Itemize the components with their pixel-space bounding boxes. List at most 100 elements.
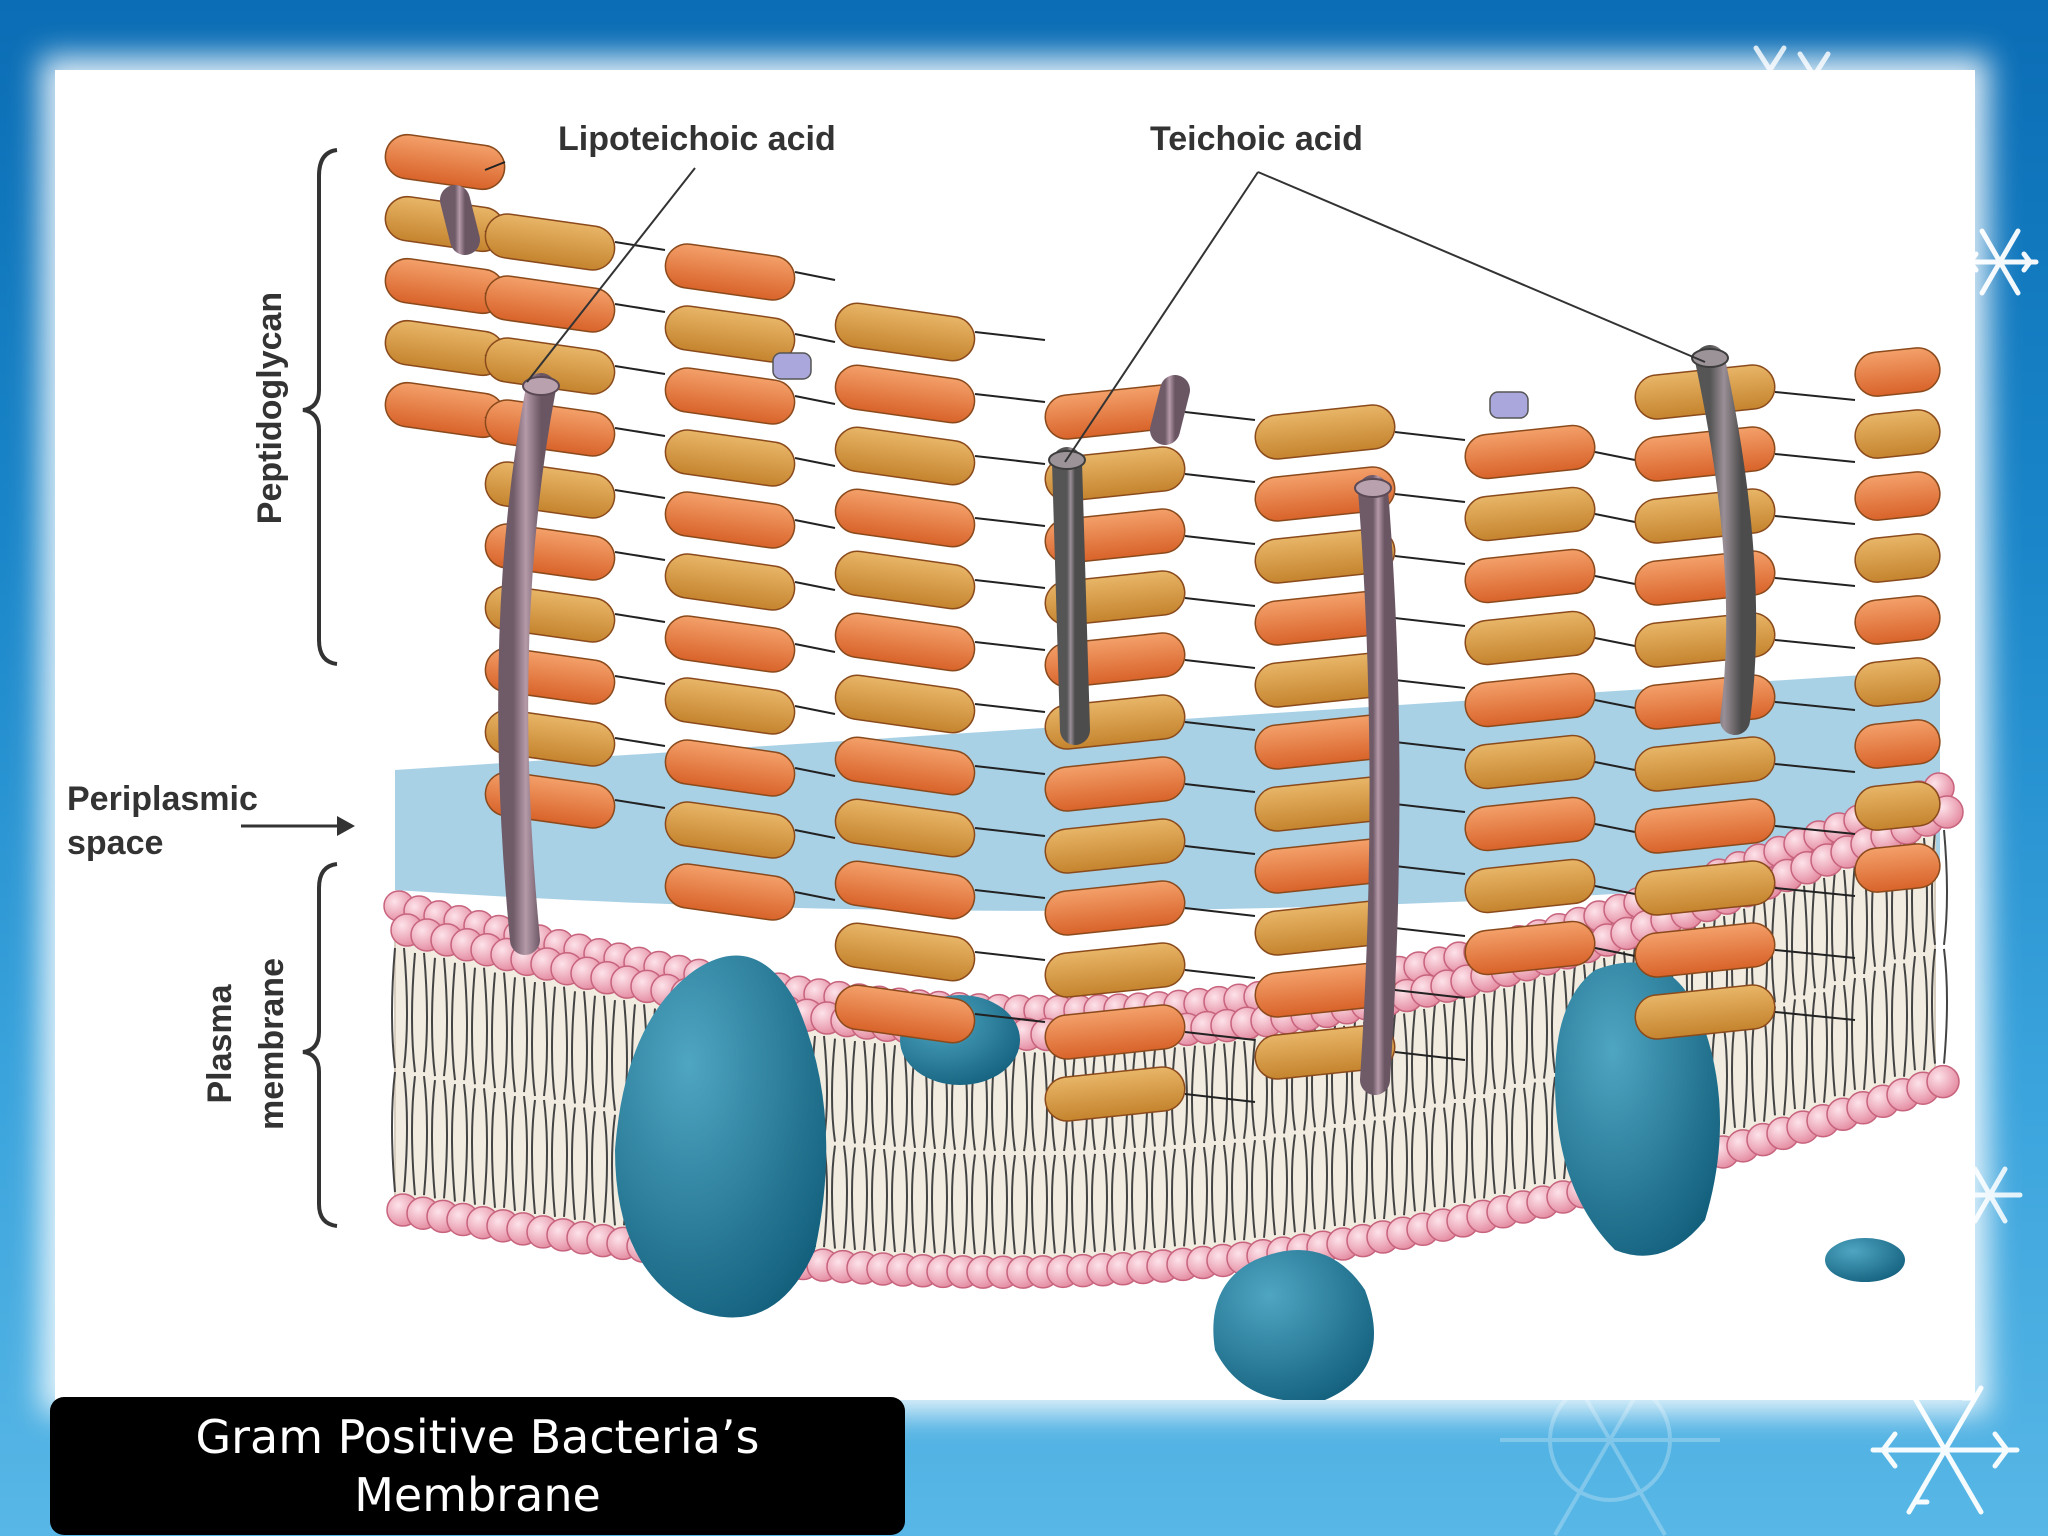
lipid-tail <box>843 1145 848 1249</box>
peptide-crosslink <box>1394 1051 1466 1061</box>
lipid-tail <box>1491 1092 1496 1194</box>
lipid-tail <box>1423 1111 1428 1212</box>
lipid-tail <box>611 1114 616 1226</box>
plasma-membrane-bracket <box>302 862 338 1228</box>
peptide-crosslink <box>1774 639 1856 649</box>
peptide-crosslink <box>1594 947 1636 957</box>
lipid-tail <box>563 986 568 1100</box>
nam-sugar-unit <box>1854 409 1941 459</box>
nam-sugar-unit <box>664 553 796 611</box>
lipid-tail <box>871 1148 876 1252</box>
lipid-tail <box>911 1151 916 1253</box>
lipid-tail <box>951 1153 956 1254</box>
lipid-tail <box>1843 985 1848 1097</box>
peptide-crosslink <box>1184 597 1256 607</box>
lipid-tail <box>483 1088 488 1205</box>
nam-sugar-unit <box>1464 610 1596 666</box>
lipid-tail <box>1403 1116 1408 1216</box>
peptidoglycan-bracket <box>302 148 338 666</box>
lipid-tail <box>391 947 396 1069</box>
peptide-crosslink <box>794 333 836 343</box>
lipid-tail <box>1063 1154 1068 1254</box>
lipid-tail <box>1871 970 1876 1084</box>
lipid-tail <box>1543 1082 1548 1185</box>
nag-sugar-unit <box>1464 920 1596 976</box>
lipid-tail <box>1191 1045 1196 1144</box>
peptide-crosslink <box>614 613 666 623</box>
lipid-tail <box>543 981 548 1097</box>
lipid-tail <box>571 1107 576 1220</box>
lipid-tail <box>1071 1154 1076 1253</box>
lipid-tail <box>1543 976 1548 1079</box>
lipid-tail <box>471 1088 476 1205</box>
lipid-tail <box>511 977 516 1093</box>
lipid-tail <box>1443 1107 1448 1208</box>
lipid-tail <box>1231 1041 1236 1139</box>
peptide-crosslink <box>1184 1093 1256 1103</box>
nam-sugar-unit <box>664 429 796 487</box>
lipid-tail <box>523 977 528 1093</box>
lipid-tail <box>1483 993 1488 1095</box>
nam-sugar-unit <box>1634 984 1776 1040</box>
nag-sugar-unit <box>1854 719 1941 769</box>
lipid-tail <box>1471 993 1476 1095</box>
peptide-crosslink <box>974 889 1046 899</box>
lipid-tail <box>1451 1102 1456 1203</box>
lipid-tail <box>1251 1038 1256 1137</box>
nag-sugar-unit <box>664 739 796 797</box>
nam-sugar-unit <box>1254 404 1396 460</box>
peptide-crosslink <box>1774 1011 1856 1021</box>
lipid-tail <box>1131 1151 1136 1250</box>
lipid-tail <box>1923 956 1928 1071</box>
lipid-tail <box>1183 1148 1188 1247</box>
lipid-tail <box>403 947 408 1069</box>
lipid-tail <box>1423 1008 1428 1109</box>
nam-sugar-unit <box>1254 528 1396 584</box>
lipid-tail <box>931 1152 936 1254</box>
peptide-crosslink <box>1184 473 1256 483</box>
lipid-tail <box>831 1038 836 1142</box>
lipid-tail <box>1283 1137 1288 1236</box>
lipid-tail <box>1403 1013 1408 1113</box>
lipid-tail <box>463 1084 468 1202</box>
peptide-crosslink <box>794 457 836 467</box>
lipid-tail <box>831 1145 836 1249</box>
nam-sugar-unit <box>1854 657 1941 707</box>
lipid-tail <box>1291 1134 1296 1233</box>
lipid-tail <box>531 981 536 1097</box>
peptide-crosslink <box>614 799 666 809</box>
lipid-tail <box>1183 1047 1188 1146</box>
peptide-crosslink <box>1774 515 1856 525</box>
lipid-tail <box>1411 1008 1416 1109</box>
nag-sugar-unit <box>664 367 796 425</box>
lipid-tail <box>1551 970 1556 1074</box>
nam-sugar-unit <box>834 798 976 858</box>
nag-sugar-unit <box>1464 424 1596 480</box>
lipid-tail <box>1163 1150 1168 1249</box>
peptide-crosslink <box>794 705 836 715</box>
peptide-crosslink <box>1394 493 1466 503</box>
peptide-crosslink <box>1594 823 1636 833</box>
lipid-tail <box>1143 1151 1148 1250</box>
lipid-tail <box>1243 1041 1248 1139</box>
peptide-crosslink <box>614 551 666 561</box>
lipid-tail <box>1003 1154 1008 1255</box>
peptide-crosslink <box>1184 969 1256 979</box>
peptidoglycan-label: Peptidoglycan <box>251 292 289 524</box>
lipid-tail <box>1303 1134 1308 1233</box>
lipid-tail <box>1343 1127 1348 1227</box>
peptide-crosslink <box>614 427 666 437</box>
nam-sugar-unit <box>1044 942 1186 998</box>
lipid-tail <box>1023 1052 1028 1152</box>
nag-sugar-unit <box>834 984 976 1044</box>
lipid-tail <box>1203 1045 1208 1144</box>
teichoic-acid-stub <box>772 352 812 380</box>
peptide-crosslink <box>974 393 1046 403</box>
lipid-tail <box>1903 963 1908 1077</box>
nag-sugar-unit <box>1854 595 1941 645</box>
peptide-crosslink <box>974 331 1046 341</box>
lipid-tail <box>1783 893 1788 1003</box>
lipid-tail <box>491 1092 496 1208</box>
peptide-crosslink <box>794 767 836 777</box>
